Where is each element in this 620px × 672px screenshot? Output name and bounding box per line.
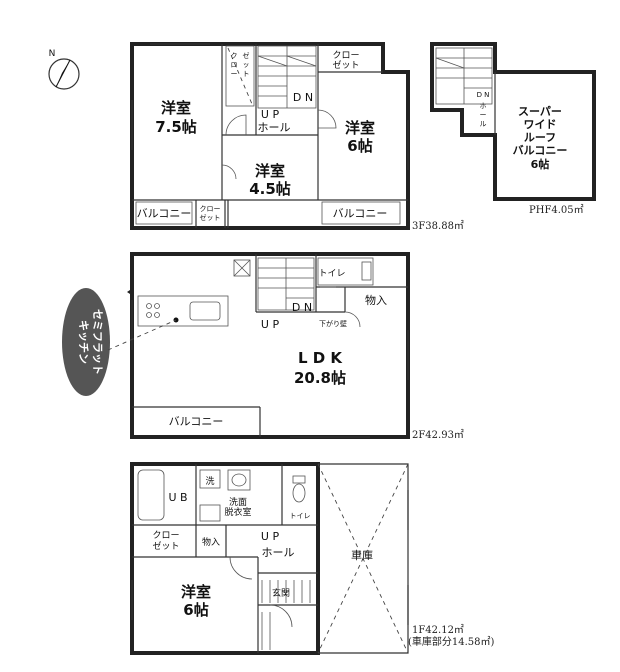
floor2-toilet-label: トイレ [318,269,345,279]
floor1-hall-label: ホール [262,546,295,559]
svg-text:ト: ト [243,70,250,78]
floor2-storage-label: 物入 [365,293,387,307]
svg-text:ク: ク [231,52,238,60]
floor1-toilet-label: トイレ [290,512,311,520]
callout-line-1: セミフラット [91,309,104,375]
penthouse-roof-line-5: 6帖 [531,157,550,171]
compass-icon: N [48,49,80,90]
floor3-closet-small-2: ゼット [200,213,221,222]
floor3-area: 3F38.88㎡ [412,220,464,232]
floor3-room-a-name: 洋室 [161,99,191,117]
penthouse-roof-line-1: スーパー [518,105,562,118]
floor3-room-c-name: 洋室 [255,162,285,180]
compass-north-label: N [49,49,56,59]
floor1-closet-1: クロー [152,530,179,541]
floor2-room-name: L D K [298,349,343,367]
floor1-garage-label: 車庫 [351,548,373,562]
floor1-room-name: 洋室 [181,583,211,601]
floor1-area-line1: 1F42.12㎡ [412,624,464,636]
svg-text:ロ: ロ [231,61,238,69]
svg-text:ホ: ホ [480,102,487,110]
floor2-up-label: U P [261,318,280,331]
kitchen-counter [137,295,229,327]
floor3-room-c-size: 4.5帖 [249,180,291,198]
floor1-closet-2: ゼット [152,540,179,552]
floor2-dn-label: D N [292,301,312,314]
semi-flat-kitchen-callout: セミフラット キッチン [62,288,177,396]
svg-text:ー: ー [231,70,238,78]
floor3-dn-label: D N [293,91,313,104]
floor3-room-b-name: 洋室 [345,119,375,137]
floor3-balcony-right: バルコニー [333,207,388,220]
penthouse-dn-label: D N [477,91,490,99]
penthouse-roof-line-3: ルーフ [524,131,556,144]
floor1-up-label: U P [261,530,280,543]
floor3-hall-label: ホール [258,121,291,134]
floor2-stair-icon [257,257,315,311]
floor3-balcony-left: バルコニー [137,207,192,220]
floor1-room-size: 6帖 [183,601,208,619]
svg-text:ー: ー [480,111,487,119]
floor1-ub-label: U B [168,491,187,504]
svg-text:ッ: ッ [243,61,250,69]
floor3-closet-top-1: クロー [332,50,359,61]
floor1-plan: 洗 U B 洗面 脱衣室 トイレ クロー ゼット 物入 U P ホール 洋室 6… [130,462,495,655]
floor1-area-line2: (車庫部分14.58㎡) [408,635,495,648]
floor2-balcony-label: バルコニー [169,415,224,428]
floor1-entrance-label: 玄関 [272,587,290,599]
floor2-area: 2F42.93㎡ [412,429,464,441]
floor1-washroom-1: 洗面 [229,496,247,508]
floor3-up-label: U P [261,108,280,121]
floor1-washroom-2: 脱衣室 [224,506,251,518]
penthouse-roof-line-2: ワイド [524,118,557,131]
floor3-plan: 洋室 7.5帖 ク ロ ー ゼ ッ ト U P D N ホール クロー ゼット … [130,42,464,232]
floor2-room-size: 20.8帖 [294,369,346,387]
floor1-storage-label: 物入 [202,536,220,548]
floor3-closet-top-2: ゼット [332,59,359,71]
floor2-step-label: 下がり壁 [319,319,347,328]
entrance-tile-pattern [261,580,311,650]
floor3-stair-icon [257,45,317,109]
floor3-room-a-size: 7.5帖 [155,118,197,136]
svg-text:ル: ル [480,120,487,128]
penthouse-stair-icon [435,47,493,105]
floor1-wash-label: 洗 [205,475,214,487]
floor3-closet-vertical-label: ク ロ ー ゼ ッ ト [231,51,250,78]
penthouse-plan: D N ホ ー ル スーパー ワイド ルーフ バルコニー 6帖 PHF4.05㎡ [430,42,596,216]
penthouse-area: PHF4.05㎡ [529,204,584,216]
callout-line-2: キッチン [77,320,90,364]
floor3-closet-small-1: クロー [200,205,221,213]
svg-text:ゼ: ゼ [243,51,250,60]
floor2-plan: トイレ 物入 U P D N 下がり壁 L D K 20.8帖 バルコニー 2F… [127,252,464,441]
floor3-room-b-size: 6帖 [347,137,372,155]
penthouse-roof-line-4: バルコニー [513,144,568,157]
